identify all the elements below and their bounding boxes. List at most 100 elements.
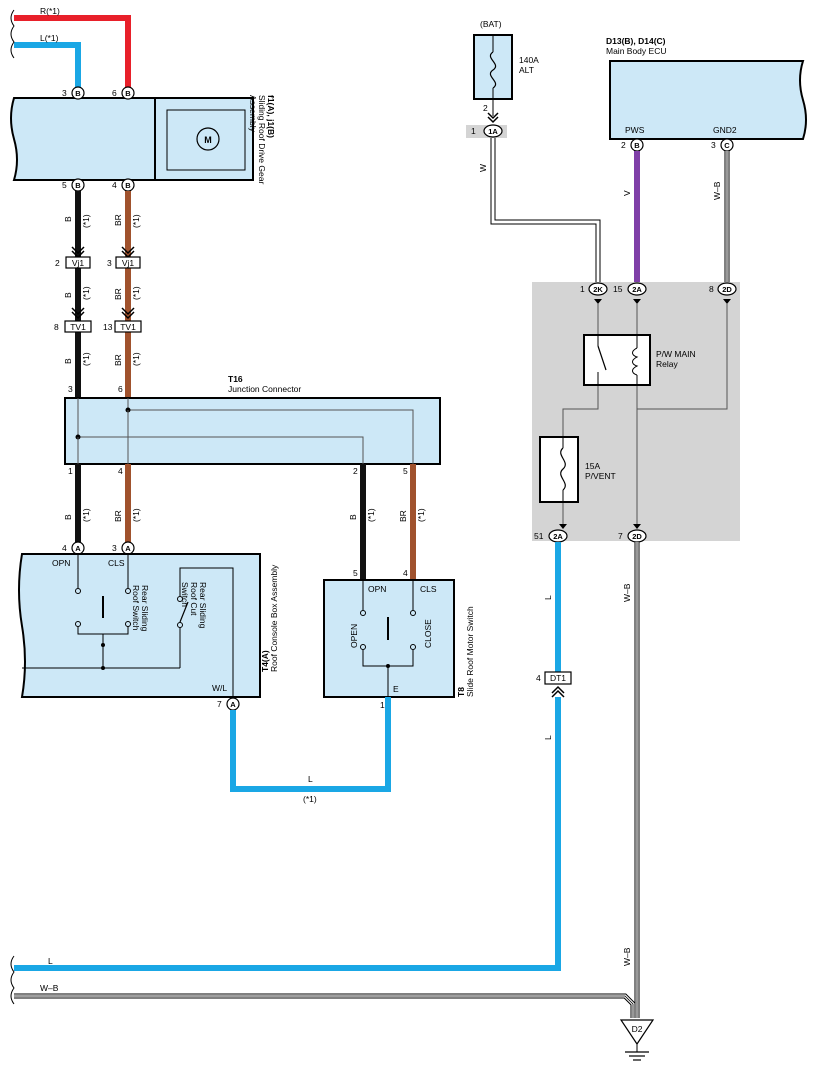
wire-label-b: B [63, 514, 73, 520]
console-pin-num: 7 [217, 699, 222, 709]
blue-wire-bottom [14, 697, 561, 971]
alt-fuse-amp: 140A [519, 55, 539, 65]
switch-e-label: E [393, 684, 399, 694]
break-mark [10, 9, 15, 59]
svg-text:2K: 2K [593, 285, 603, 294]
tv1-pin: 13 [103, 322, 113, 332]
relay-pin-num: 15 [613, 284, 623, 294]
sliding-roof-drive-gear-assembly: M [10, 97, 254, 181]
connector-chevron [487, 112, 499, 124]
junction-pin: 6 [118, 384, 123, 394]
junction-pin: 3 [68, 384, 73, 394]
relay-name-1: P/W MAIN [656, 349, 696, 359]
vj1-pin: 3 [107, 258, 112, 268]
tv1-pin: 8 [54, 322, 59, 332]
wire-label-b: B [63, 216, 73, 222]
bottom-blue-label: L [48, 956, 53, 966]
svg-text:Sliding Roof Drive Gear: Sliding Roof Drive Gear [257, 95, 267, 184]
wire-label-br: BR [113, 288, 123, 300]
console-opn-label: OPN [52, 558, 70, 568]
wire-note: (*1) [81, 508, 91, 522]
motor-pin-5: B [71, 178, 85, 192]
switch-close-label: CLOSE [423, 619, 433, 648]
arrow-icon [559, 524, 567, 529]
relay-pin-2k: 2K [588, 282, 608, 296]
motor-pin-3: B [71, 86, 85, 100]
svg-text:Vj1: Vj1 [122, 258, 135, 268]
blue-wire-label: L(*1) [40, 33, 59, 43]
wire-label-b: B [348, 514, 358, 520]
ecu-ref: D13(B), D14(C) [606, 36, 666, 46]
wire-note: (*1) [81, 214, 91, 228]
slide-roof-motor-switch [323, 579, 455, 698]
relay-pin-num: 8 [709, 284, 714, 294]
pvent-fuse-15a [539, 436, 579, 503]
wire-label-v: V [622, 190, 632, 196]
motor-symbol: M [204, 135, 212, 145]
junction-pin: 4 [118, 466, 123, 476]
wire-note: (*1) [303, 794, 317, 804]
svg-text:Vj1: Vj1 [72, 258, 85, 268]
svg-text:B: B [634, 141, 640, 150]
junction-pin: 5 [403, 466, 408, 476]
svg-text:A: A [230, 700, 236, 709]
svg-text:Rear Sliding: Rear Sliding [198, 582, 208, 629]
bottom-wb-label: W–B [40, 983, 59, 993]
svg-text:B: B [125, 89, 131, 98]
blue-input-wire [14, 42, 81, 88]
white-black-wire-bottom [14, 993, 636, 1018]
wire-note: (*1) [131, 352, 141, 366]
wire-label-wb: W–B [712, 181, 722, 200]
ground-label: D2 [632, 1024, 643, 1034]
ecu-pin-gnd2: C [720, 138, 734, 152]
connector-chevron [121, 307, 135, 320]
arrow-icon [633, 299, 641, 304]
motor-pin-num: 4 [112, 180, 117, 190]
console-pin-num: 4 [62, 543, 67, 553]
console-pin-3: A [121, 541, 135, 555]
junction-pin: 1 [68, 466, 73, 476]
relay-pin-2d: 2D [717, 282, 737, 296]
relay-pin-num: 1 [580, 284, 585, 294]
relay-pin-2a-bottom: 2A [548, 529, 568, 543]
bat-label: (BAT) [480, 19, 502, 29]
svg-text:A: A [75, 544, 81, 553]
motor-pin-6: B [121, 86, 135, 100]
roof-console-box-assembly [18, 553, 261, 698]
svg-text:TV1: TV1 [120, 322, 136, 332]
svg-text:B: B [125, 181, 131, 190]
conn-1a-pin: 1 [471, 126, 476, 136]
wire-label-br: BR [113, 354, 123, 366]
console-cls-label: CLS [108, 558, 125, 568]
alt-fuse-140a [473, 34, 513, 100]
vj1-connector-right: Vj1 [115, 256, 141, 269]
console-wl-label: W/L [212, 683, 227, 693]
wire-note: (*1) [81, 286, 91, 300]
relay-pin-2a: 2A [627, 282, 647, 296]
dt1-connector: DT1 [544, 671, 572, 685]
junction-connector-t16 [64, 397, 441, 465]
switch-pin: 4 [403, 568, 408, 578]
pvent-fuse-name: P/VENT [585, 471, 616, 481]
main-body-ecu [609, 60, 807, 140]
svg-text:T8: T8 [456, 687, 466, 697]
rear-sliding-roof-switch-label: Rear Sliding Roof Switch [131, 585, 150, 632]
arrow-icon [633, 524, 641, 529]
relay-internal-wiring [562, 304, 728, 528]
wire-label-b: B [63, 292, 73, 298]
console-pin-num: 3 [112, 543, 117, 553]
wire-label-wb: W–B [622, 583, 632, 602]
svg-text:Roof Switch: Roof Switch [131, 585, 141, 631]
svg-text:B: B [75, 89, 81, 98]
svg-text:Rear Sliding: Rear Sliding [140, 585, 150, 632]
relay-pin-num: 7 [618, 531, 623, 541]
wire-note: (*1) [131, 286, 141, 300]
console-label: T4(A) Roof Console Box Assembly [260, 564, 279, 672]
motor-pin-num: 5 [62, 180, 67, 190]
svg-text:Assembly: Assembly [248, 95, 258, 133]
relay-pin-2d-bottom: 2D [627, 529, 647, 543]
wire-label-l: L [308, 774, 313, 784]
relay-pin-num: 51 [534, 531, 544, 541]
wire-label-l: L [543, 595, 553, 600]
svg-text:2D: 2D [632, 532, 642, 541]
